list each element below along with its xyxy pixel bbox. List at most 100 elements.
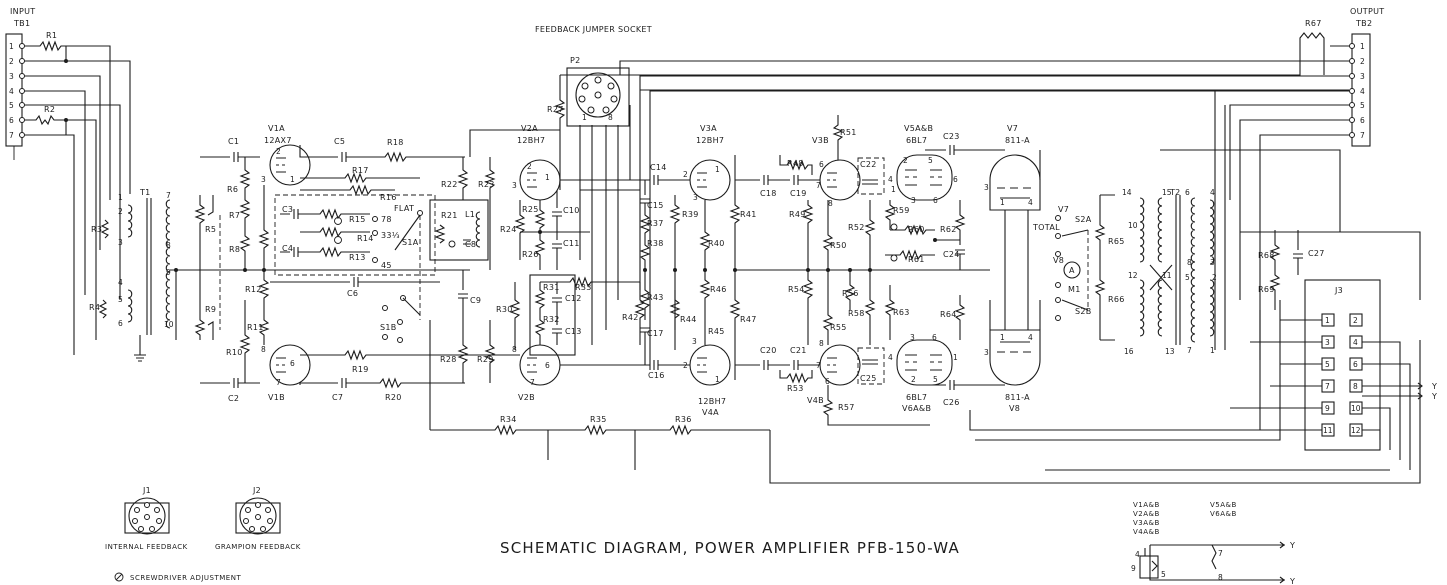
svg-text:FLAT: FLAT <box>394 204 414 213</box>
svg-text:1: 1 <box>545 173 550 182</box>
svg-text:3: 3 <box>1360 72 1365 81</box>
svg-text:V5A&B: V5A&B <box>904 124 933 133</box>
svg-text:C18: C18 <box>760 189 777 198</box>
svg-text:Y: Y <box>1289 541 1295 550</box>
svg-text:C23: C23 <box>943 132 960 141</box>
svg-text:R34: R34 <box>500 415 517 424</box>
bypass-caps-c22-c25: C22 C25 <box>857 157 885 385</box>
svg-text:12BH7: 12BH7 <box>696 136 724 145</box>
input-wiring: R1 R2 <box>25 31 131 355</box>
svg-text:C10: C10 <box>563 206 580 215</box>
svg-text:5: 5 <box>1161 570 1166 579</box>
svg-text:R22: R22 <box>441 180 458 189</box>
svg-text:A: A <box>1069 266 1075 275</box>
filter-network-l1: R22 R21 L1 C8 <box>429 157 489 261</box>
svg-text:R19: R19 <box>352 365 369 374</box>
svg-text:C9: C9 <box>470 296 481 305</box>
svg-text:C19: C19 <box>790 189 807 198</box>
svg-text:V3B: V3B <box>812 136 829 145</box>
svg-text:C22: C22 <box>860 160 877 169</box>
svg-text:8: 8 <box>1187 258 1192 267</box>
svg-text:6: 6 <box>825 377 830 386</box>
v2-cathode-network: R24 R25 R26 C10 C11 <box>500 190 590 270</box>
svg-text:R16: R16 <box>380 193 397 202</box>
svg-text:R8: R8 <box>229 245 240 254</box>
input-terminals: 1 2 3 4 5 6 7 <box>9 42 14 140</box>
svg-text:R30: R30 <box>496 305 513 314</box>
svg-text:R28: R28 <box>440 355 457 364</box>
svg-text:11: 11 <box>1323 426 1333 435</box>
svg-text:9: 9 <box>1325 404 1330 413</box>
svg-text:R23: R23 <box>478 180 495 189</box>
svg-text:R40: R40 <box>708 239 725 248</box>
svg-text:33⅓: 33⅓ <box>381 231 400 240</box>
svg-text:R33: R33 <box>575 283 592 292</box>
coupling-caps-c1-c2: C1 C2 <box>200 137 260 403</box>
svg-text:V4A: V4A <box>702 408 719 417</box>
svg-text:S2A: S2A <box>1075 215 1092 224</box>
svg-text:7: 7 <box>276 378 281 387</box>
svg-text:16: 16 <box>1124 347 1134 356</box>
selector-s1b: C6 S1B C9 <box>270 270 481 343</box>
svg-text:R17: R17 <box>352 166 369 175</box>
svg-text:Y: Y <box>1431 382 1437 391</box>
svg-text:C20: C20 <box>760 346 777 355</box>
svg-text:8: 8 <box>1353 382 1358 391</box>
svg-text:R55: R55 <box>830 323 847 332</box>
svg-text:6: 6 <box>9 116 14 125</box>
svg-text:R45: R45 <box>708 327 725 336</box>
svg-text:1: 1 <box>290 175 295 184</box>
svg-text:V3A: V3A <box>700 124 717 133</box>
phase-splitter-network: R50 R55 R56 R52 R58 <box>735 200 990 345</box>
tube-v1b: V1B 8 6 7 <box>261 344 311 402</box>
svg-text:R67: R67 <box>1305 19 1322 28</box>
svg-text:V2A: V2A <box>521 124 538 133</box>
interstage-coupling: C14 C16 C15 R37 R38 R43 C17 R42 R39 R44 … <box>560 155 756 380</box>
svg-text:1: 1 <box>1000 198 1005 207</box>
svg-text:R2: R2 <box>44 105 55 114</box>
svg-text:R42: R42 <box>622 313 639 322</box>
svg-text:L1: L1 <box>465 210 475 219</box>
svg-text:1: 1 <box>953 353 958 362</box>
svg-text:V2B: V2B <box>518 393 535 402</box>
svg-text:1: 1 <box>715 375 720 384</box>
tube-v7: V7 811-A 3 1 4 <box>984 124 1041 211</box>
svg-text:8: 8 <box>608 113 613 122</box>
svg-text:R20: R20 <box>385 393 402 402</box>
svg-text:14: 14 <box>1122 188 1132 197</box>
svg-text:R60: R60 <box>908 225 925 234</box>
svg-text:4: 4 <box>888 353 893 362</box>
svg-text:4: 4 <box>118 278 123 287</box>
svg-text:R10: R10 <box>226 348 243 357</box>
v1b-feedback: R19 C7 R20 <box>299 349 520 402</box>
svg-text:10: 10 <box>1351 404 1361 413</box>
svg-text:12: 12 <box>1128 271 1138 280</box>
svg-text:R52: R52 <box>848 223 865 232</box>
svg-text:TOTAL: TOTAL <box>1032 223 1060 232</box>
svg-text:7: 7 <box>816 181 821 190</box>
svg-text:1: 1 <box>9 42 14 51</box>
svg-text:C21: C21 <box>790 346 807 355</box>
svg-text:7: 7 <box>9 131 14 140</box>
svg-text:T1: T1 <box>139 188 151 197</box>
svg-text:6: 6 <box>118 319 123 328</box>
svg-text:C26: C26 <box>943 398 960 407</box>
svg-text:811-A: 811-A <box>1005 136 1030 145</box>
svg-text:V6A&B: V6A&B <box>902 404 931 413</box>
svg-text:1: 1 <box>1000 333 1005 342</box>
svg-text:6: 6 <box>933 196 938 205</box>
svg-text:R39: R39 <box>682 210 699 219</box>
svg-text:R50: R50 <box>830 241 847 250</box>
svg-text:4: 4 <box>1028 333 1033 342</box>
svg-text:R15: R15 <box>349 215 366 224</box>
svg-text:V5A&B: V5A&B <box>1210 501 1237 509</box>
svg-text:13: 13 <box>1165 347 1175 356</box>
svg-text:S2B: S2B <box>1075 307 1092 316</box>
svg-text:R49: R49 <box>789 210 806 219</box>
screwdriver-legend: SCREWDRIVER ADJUSTMENT <box>130 574 241 582</box>
svg-text:4: 4 <box>888 175 893 184</box>
tube-v5: V5A&B 6BL7 2 5 4 1 6 3 6 <box>888 124 958 205</box>
svg-text:R7: R7 <box>229 211 240 220</box>
svg-text:5: 5 <box>1325 360 1330 369</box>
